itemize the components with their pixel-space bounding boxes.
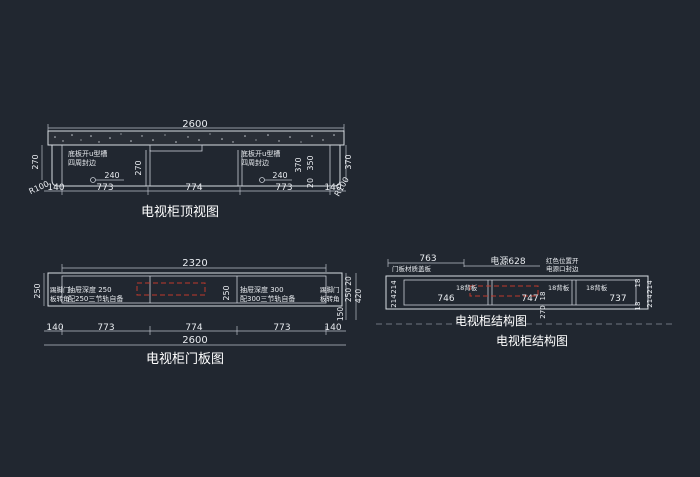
door-mid-note-line1: 抽屉深度 250	[68, 285, 112, 294]
structure-view-group: 763 门板材质盖板 电源628 红色位置开 电源口封边 214 214 18背…	[376, 254, 672, 348]
struct-right-18-a: 18	[634, 279, 642, 288]
door-seg-3: 773	[273, 323, 290, 333]
top-left-note-line1: 底板开u型槽	[68, 149, 107, 158]
door-right-dim-150: 150	[336, 307, 345, 322]
door-inner-width-label: 2320	[182, 258, 207, 269]
struct-mid-18: 18	[539, 292, 547, 301]
top-width-label: 2600	[182, 119, 207, 130]
top-right-note-line2: 四周封边	[241, 158, 269, 167]
struct-left-214-b: 214	[390, 294, 398, 308]
top-slot-right-label: 240	[272, 171, 287, 180]
countertop-strip	[47, 130, 345, 146]
struct-bottom-746: 746	[437, 294, 454, 304]
struct-view-title: 电视柜结构图	[455, 313, 527, 328]
countertop-speckles	[54, 133, 335, 143]
top-seg-2: 774	[185, 183, 202, 193]
door-height-left: 250	[33, 283, 42, 298]
door-total-width: 2600	[182, 335, 207, 346]
door-handle-slot	[136, 282, 206, 296]
top-outer-depth-right: 370	[344, 154, 353, 169]
door-seg-left-end: 140	[46, 323, 63, 333]
top-seg-3: 773	[275, 183, 292, 193]
top-cabinet-outline	[51, 145, 341, 187]
top-seg-left-end: 140	[47, 183, 64, 193]
top-slot-marker-right	[259, 177, 265, 183]
struct-back-far-right: 18背板	[586, 283, 608, 292]
struct-door-note: 门板材质盖板	[392, 264, 432, 273]
door-right-note-line2: 配300三节轨自备	[240, 294, 295, 303]
door-seg-2: 774	[185, 323, 202, 333]
door-right-note-line1: 抽屉深度 300	[240, 285, 284, 294]
door-seg-1: 773	[97, 323, 114, 333]
struct-red-note-line2: 电源口封边	[546, 264, 579, 273]
top-view-title: 电视柜顶视图	[141, 205, 219, 220]
door-left-panel-line1: 踢脚门	[50, 285, 70, 294]
top-view-group: 2600 240 240 底板开u型槽 四周	[28, 119, 353, 220]
top-left-note-line2: 四周封边	[68, 158, 96, 167]
struct-top-dim-label: 763	[419, 254, 436, 264]
door-right-dim-420: 420	[354, 289, 363, 304]
door-right-dim-20: 20	[344, 276, 353, 286]
top-seg-1: 773	[96, 183, 113, 193]
struct-mid-270: 270	[539, 305, 547, 318]
struct-left-214-a: 214	[390, 280, 398, 294]
door-center-height: 250	[222, 285, 231, 300]
struct-right-214-a: 214	[646, 280, 654, 294]
door-left-panel-line2: 板转角	[50, 294, 70, 303]
struct-power-slot	[469, 285, 539, 297]
top-offset-20: 20	[306, 178, 315, 188]
door-right-dim-250: 250	[344, 288, 353, 303]
top-inner-depth-right-a: 370	[294, 157, 303, 172]
top-seg-right-end: 140	[324, 183, 341, 193]
struct-view-title-repeat: 电视柜结构图	[496, 333, 568, 348]
struct-back-right: 18背板	[548, 283, 570, 292]
door-right-panel-line1: 踢脚门	[320, 285, 340, 294]
door-mid-note-line2: 配250三节轨自备	[68, 294, 123, 303]
door-outer-outline	[47, 272, 343, 307]
struct-right-18-b: 18	[634, 302, 642, 311]
struct-outer-outline	[385, 275, 649, 310]
top-center-recess	[149, 144, 203, 152]
door-view-group: 2320 250 踢脚门 板转角 抽屉深度 250 配250三节轨自备 250 …	[33, 258, 363, 367]
top-inner-depth-right-b: 350	[306, 155, 315, 170]
door-view-title: 电视柜门板图	[146, 352, 224, 367]
top-slot-marker-left	[90, 177, 96, 183]
door-seg-right-end: 140	[324, 323, 341, 333]
door-inner-outline	[61, 275, 327, 304]
struct-bottom-737: 737	[609, 294, 626, 304]
struct-bottom-747: 747	[521, 294, 538, 304]
top-inner-depth-mid: 270	[134, 160, 143, 175]
struct-power-label: 电源628	[490, 255, 525, 267]
struct-back-left: 18背板	[456, 283, 478, 292]
struct-inner-outline	[403, 279, 637, 306]
struct-right-214-b: 214	[646, 294, 654, 308]
top-slot-left-label: 240	[104, 171, 119, 180]
top-depth-left-label: 270	[31, 154, 40, 169]
door-right-panel-line2: 板转角	[320, 294, 340, 303]
struct-red-note-line1: 红色位置开	[546, 256, 579, 265]
top-right-note-line1: 底板开u型槽	[241, 149, 280, 158]
